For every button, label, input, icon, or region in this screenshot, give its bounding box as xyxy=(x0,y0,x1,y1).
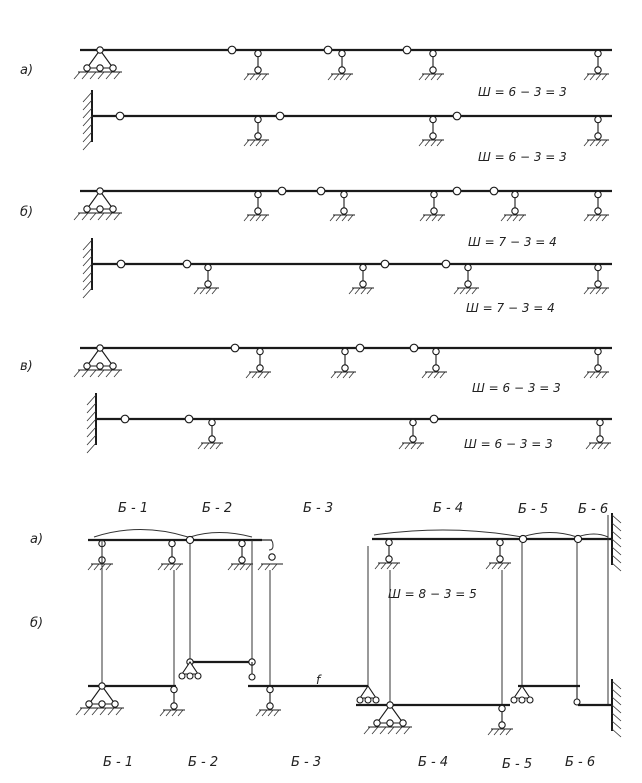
section-label-b: б) xyxy=(20,205,33,220)
formula-a2: Ш = 6 − 3 = 3 xyxy=(478,150,567,164)
formula-v2: Ш = 6 − 3 = 3 xyxy=(464,437,553,451)
beam-label: Б - 6 xyxy=(565,755,595,770)
beam-label: Б - 2 xyxy=(202,501,232,516)
beam-v1 xyxy=(73,343,612,379)
formula-v1: Ш = 6 − 3 = 3 xyxy=(472,381,561,395)
beam-bottom-a xyxy=(87,512,622,572)
beam-label: Б - 5 xyxy=(518,502,548,517)
beam-label: Б - 1 xyxy=(103,755,133,770)
beam-v2 xyxy=(86,392,612,454)
beam-label: Б - 1 xyxy=(118,501,148,516)
hinge-node xyxy=(323,45,333,55)
beam-a2 xyxy=(82,89,612,151)
formula-b2: Ш = 7 − 3 = 4 xyxy=(466,301,555,315)
beam-bottom-b: f xyxy=(75,658,622,738)
beam-labels-top: Б - 1 Б - 2 Б - 3 Б - 4 Б - 5 Б - 6 xyxy=(118,501,608,517)
beam-b1 xyxy=(73,186,612,222)
beam-a1 xyxy=(73,45,612,81)
beam-label: Б - 3 xyxy=(291,755,321,770)
formula-a1: Ш = 6 − 3 = 3 xyxy=(478,85,567,99)
projection-lines xyxy=(101,515,609,705)
formula-bottom: Ш = 8 − 3 = 5 xyxy=(388,587,477,601)
beam-b2 xyxy=(82,237,612,299)
beam-labels-bottom: Б - 1 Б - 2 Б - 3 Б - 4 Б - 5 Б - 6 xyxy=(103,755,595,772)
hinge-node xyxy=(227,45,237,55)
connection-arcs xyxy=(93,529,609,538)
beam-label: Б - 4 xyxy=(418,755,448,770)
beam-label: Б - 3 xyxy=(303,501,333,516)
beam-label: Б - 2 xyxy=(188,755,218,770)
beam-label: Б - 6 xyxy=(578,502,608,517)
beam-label: Б - 4 xyxy=(433,501,463,516)
small-mark: f xyxy=(316,673,322,687)
hinge-node xyxy=(402,45,412,55)
section-label-a: а) xyxy=(20,63,33,78)
formula-b1: Ш = 7 − 3 = 4 xyxy=(468,235,557,249)
section-label-v: в) xyxy=(20,359,33,374)
section-label-b2: б) xyxy=(30,616,43,631)
section-label-a2: а) xyxy=(30,532,43,547)
beam-label: Б - 5 xyxy=(502,757,532,772)
